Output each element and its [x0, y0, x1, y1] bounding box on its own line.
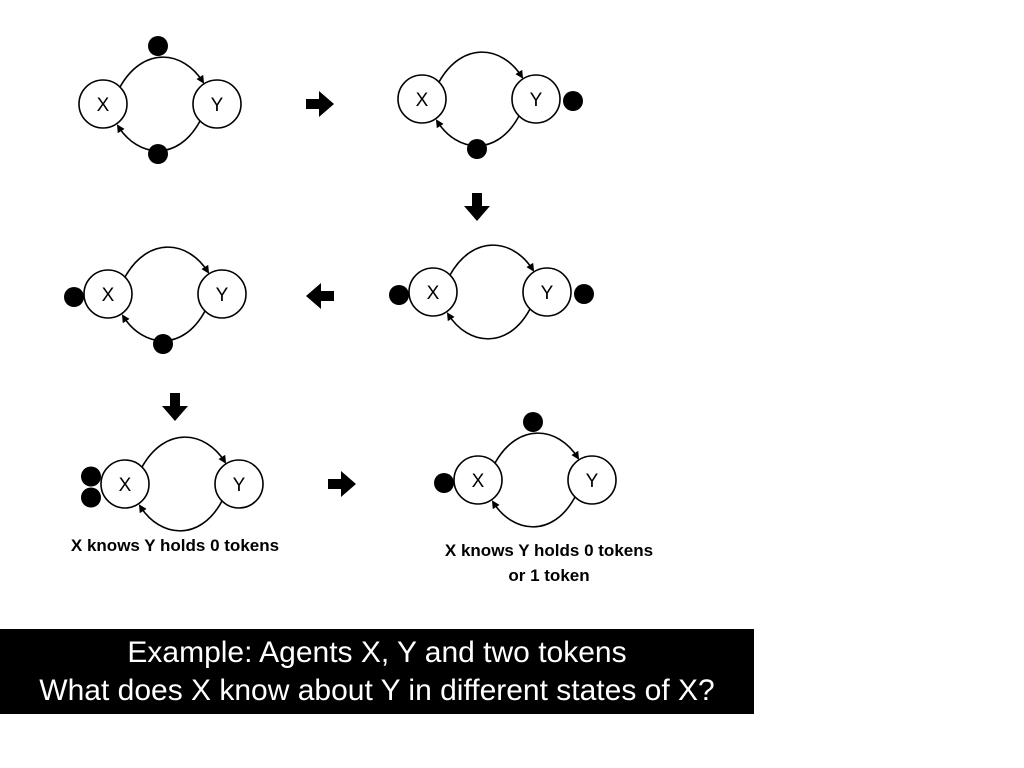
- caption-state-6-line-2: or 1 token: [508, 566, 590, 585]
- token: [563, 91, 583, 111]
- caption-state-6-line-1: X knows Y holds 0 tokens: [444, 541, 654, 560]
- agent-x-node: [100, 459, 150, 509]
- transition-arrow-right: [306, 91, 334, 117]
- token: [153, 334, 173, 354]
- token: [434, 473, 454, 493]
- agent-y-label: Y: [233, 475, 246, 496]
- edge-y-to-x: [138, 500, 223, 532]
- edge-x-to-y: [141, 436, 227, 468]
- agent-y-node: [214, 459, 264, 509]
- token: [64, 287, 84, 307]
- agent-y-label: Y: [216, 285, 229, 306]
- banner-line-2: What does X know about Y in different st…: [39, 674, 715, 707]
- caption-state-5-line-1: X knows Y holds 0 tokens: [70, 536, 280, 555]
- edge-x-to-y: [124, 246, 210, 278]
- agent-x-node: [453, 455, 503, 505]
- agent-x-node: [78, 79, 128, 129]
- transition-arrow-down: [162, 393, 188, 421]
- agent-x-label: X: [472, 471, 485, 492]
- edge-x-to-y: [119, 56, 205, 88]
- token: [81, 487, 101, 508]
- transition-arrow-right: [328, 471, 356, 497]
- agent-y-label: Y: [586, 471, 599, 492]
- edge-y-to-x: [446, 308, 531, 340]
- agent-y-label: Y: [530, 90, 543, 111]
- agent-x-label: X: [416, 90, 429, 111]
- agent-x-label: X: [102, 285, 115, 306]
- agent-y-node: [511, 74, 561, 124]
- edge-y-to-x: [491, 496, 576, 528]
- token: [467, 139, 487, 159]
- transition-arrow-left: [306, 283, 334, 309]
- transition-arrow-down: [464, 193, 490, 221]
- banner-line-1: Example: Agents X, Y and two tokens: [127, 636, 627, 669]
- agent-y-node: [567, 455, 617, 505]
- agent-y-node: [197, 269, 247, 319]
- agent-y-node: [192, 79, 242, 129]
- token: [574, 284, 594, 304]
- token: [523, 412, 543, 432]
- agent-x-node: [408, 267, 458, 317]
- agent-x-label: X: [427, 283, 440, 304]
- agent-y-node: [522, 267, 572, 317]
- token: [81, 466, 101, 487]
- agent-x-label: X: [119, 475, 132, 496]
- agent-y-label: Y: [541, 283, 554, 304]
- title-banner: Example: Agents X, Y and two tokens What…: [0, 629, 754, 714]
- token: [148, 144, 168, 164]
- token: [389, 285, 409, 305]
- agent-y-label: Y: [211, 95, 224, 116]
- caption-state-6: X knows Y holds 0 tokens or 1 token: [408, 538, 690, 588]
- edge-x-to-y: [438, 51, 524, 83]
- edge-x-to-y: [449, 244, 535, 276]
- transition-arrows: [162, 91, 490, 497]
- caption-state-5: X knows Y holds 0 tokens: [40, 533, 310, 558]
- edge-x-to-y: [494, 432, 580, 464]
- agent-x-label: X: [97, 95, 110, 116]
- agent-x-node: [397, 74, 447, 124]
- token: [148, 36, 168, 56]
- agent-x-node: [83, 269, 133, 319]
